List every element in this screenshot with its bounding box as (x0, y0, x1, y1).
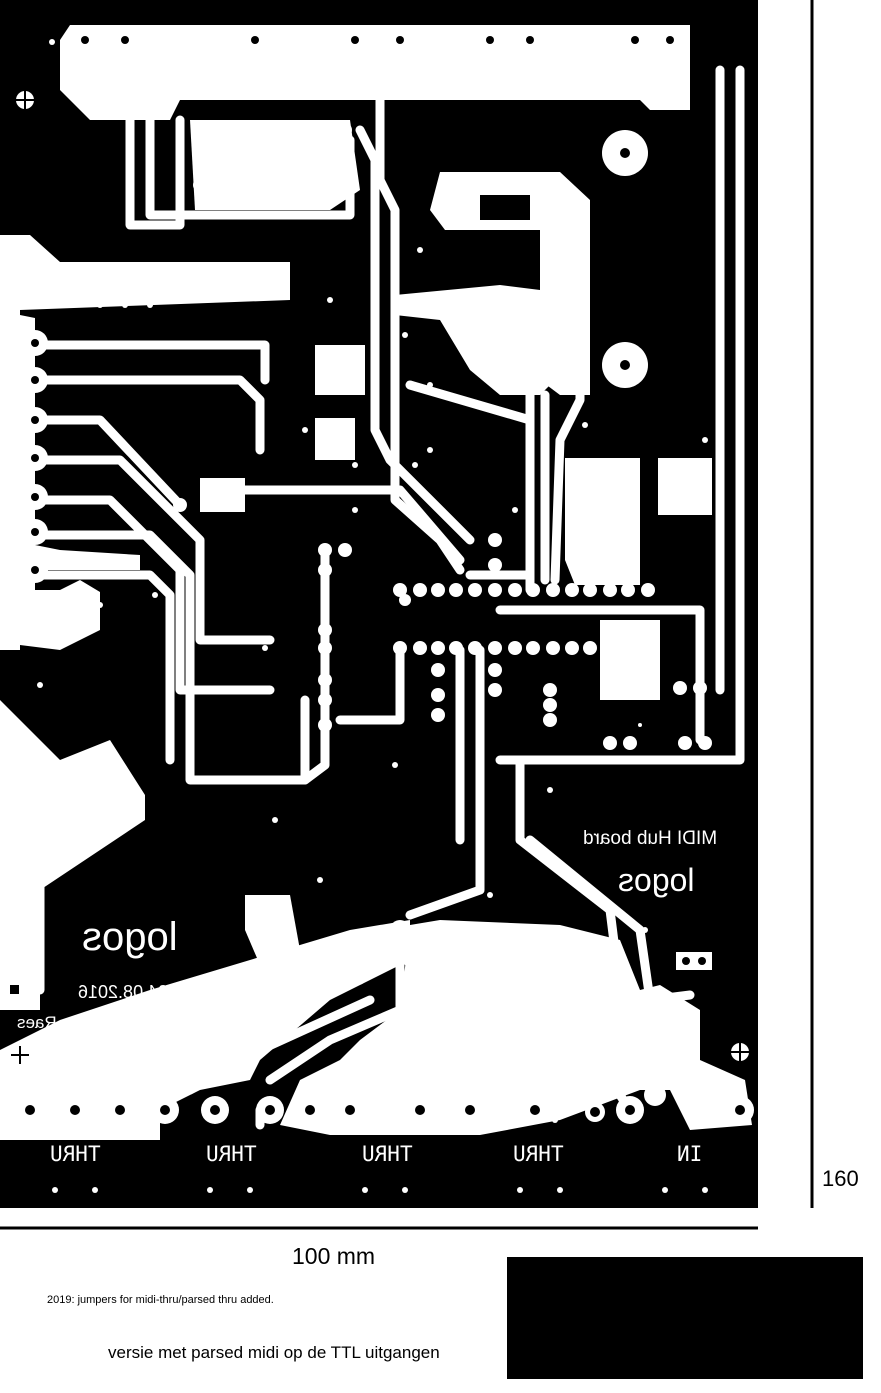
jack-label-thru-1: THRU (50, 1142, 101, 1166)
copper-traces (10, 55, 745, 1130)
logo-text-right: logos (618, 862, 695, 898)
jack-label-thru-2: THRU (206, 1142, 257, 1166)
ic-pin-rows (173, 123, 712, 1025)
width-dimension-label: 100 mm (292, 1243, 376, 1269)
vias (37, 39, 708, 1193)
jack-label-thru-4: THRU (513, 1142, 564, 1166)
board-date: 24.08.2016 (78, 982, 169, 1002)
mounting-holes (585, 130, 648, 1122)
version-note: versie met parsed midi op de TTL uitgang… (108, 1343, 440, 1362)
height-dimension-label: 160 (822, 1166, 859, 1191)
logo-text-left: logos (82, 915, 178, 959)
drill-holes (25, 36, 745, 1115)
jack-label-in: IN (677, 1142, 703, 1166)
board-author: Godfried-Willem Raes (17, 1013, 184, 1032)
revision-note: 2019: jumpers for midi-thru/parsed thru … (47, 1294, 274, 1306)
jack-label-thru-3: THRU (362, 1142, 413, 1166)
black-block (507, 1257, 863, 1379)
board-title: MIDI Hub board (583, 828, 718, 849)
fiducial-markers (11, 91, 749, 1064)
jumper-connector (3, 952, 712, 1000)
